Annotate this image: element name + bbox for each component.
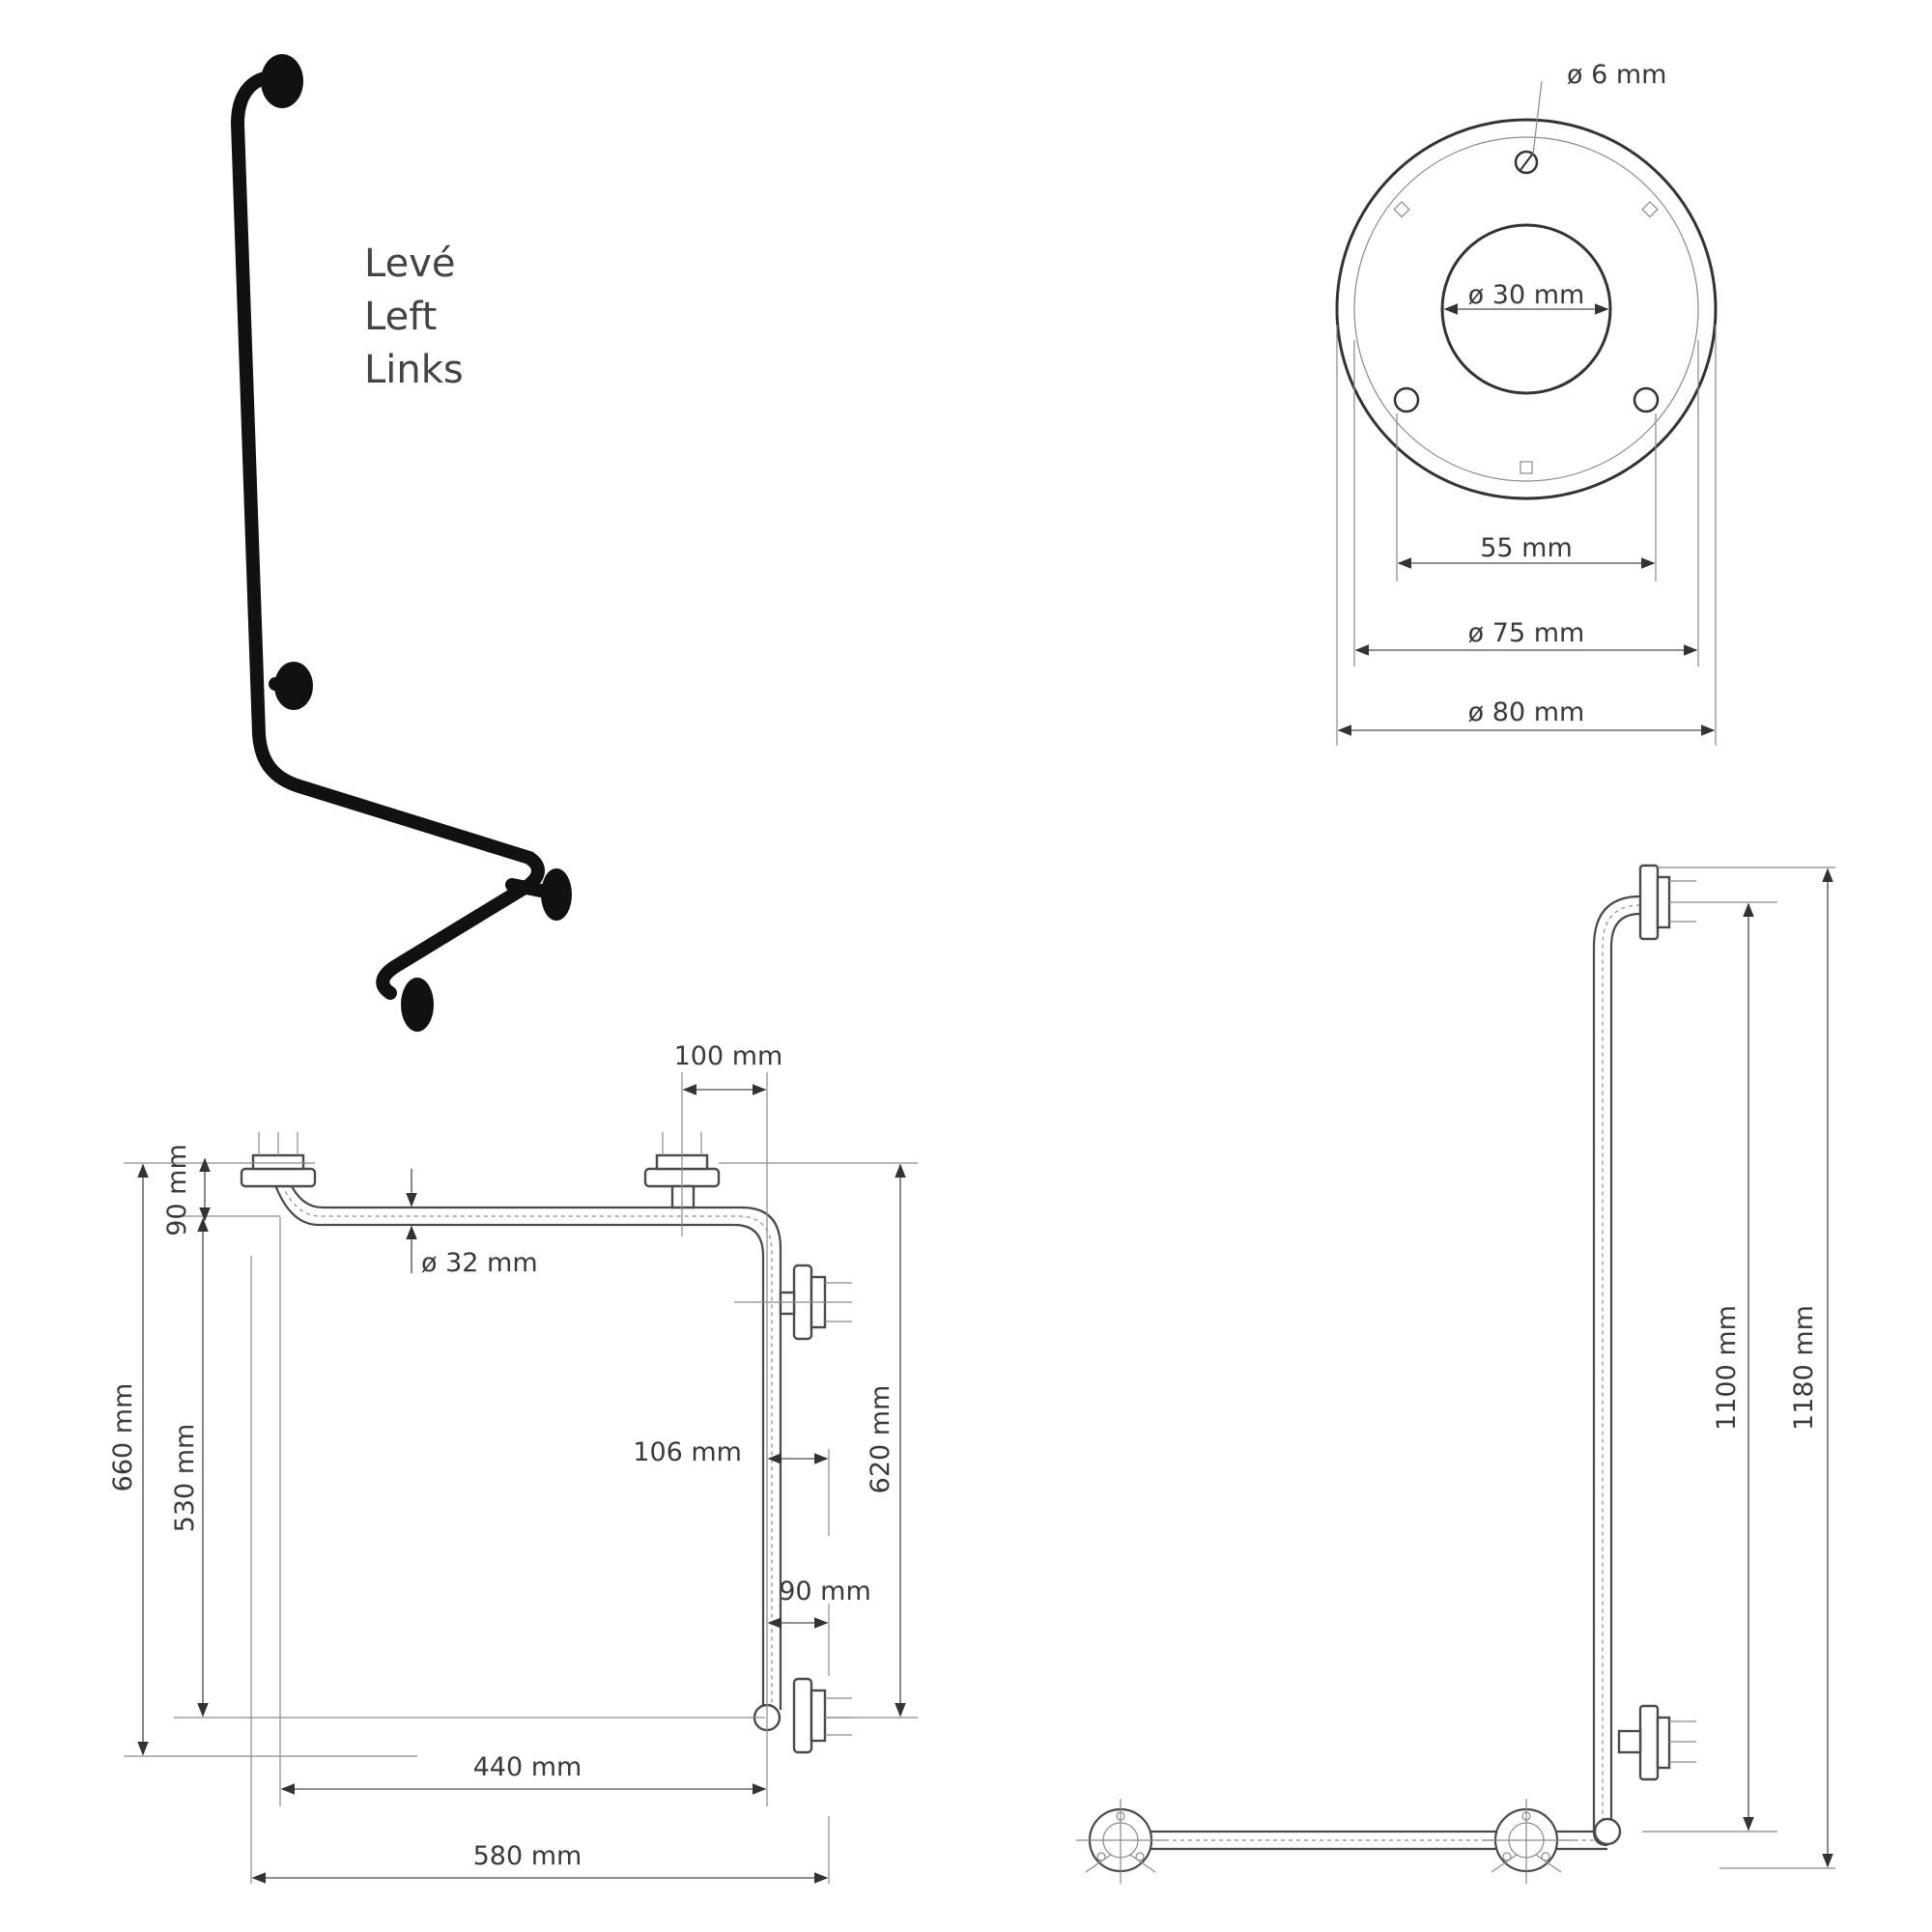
dim-offset-106: 106 mm [633,1437,742,1467]
side-view: 1100 mm 1180 mm [1076,864,1835,1884]
orientation-label-en: Left [364,295,437,339]
screw-hole-left [1393,386,1420,413]
dim-inner-width: 440 mm [473,1752,582,1782]
rosette-view: ø 6 mm ø 30 mm 55 mm ø 75 mm ø 80 mm [1335,60,1718,746]
dim-offset-90: 90 mm [779,1577,871,1606]
dim-right-height: 620 mm [866,1385,895,1494]
dim-inner-height: 1100 mm [1712,1305,1742,1431]
dim-total-height: 1180 mm [1789,1305,1819,1431]
dim-total-left: 660 mm [108,1383,138,1492]
dim-tube-diameter: ø 32 mm [421,1248,538,1278]
dim-hole-spacing: 55 mm [1480,533,1573,563]
top-view: 100 mm 90 mm ø 32 mm 660 mm 530 mm 620 m… [108,1041,918,1884]
orientation-label-de: Links [364,348,464,392]
dim-height-90: 90 mm [162,1144,192,1236]
dim-hole-diameter: ø 6 mm [1567,60,1666,90]
screw-hole-right [1633,386,1660,413]
orientation-label-cs: Levé [364,242,455,286]
wall-mount-middle [274,662,313,710]
floor-rosette-right [1482,1799,1575,1884]
dim-outer-diameter: ø 80 mm [1468,697,1585,727]
dim-total-width: 580 mm [473,1841,582,1871]
dim-mid-diameter: ø 75 mm [1468,618,1585,648]
floor-rosette-left [1076,1799,1165,1884]
floor-mount-left [401,978,434,1032]
orientation-label: Levé Left Links [364,242,464,392]
dim-inner-diameter: ø 30 mm [1468,280,1585,310]
dim-inner-left: 530 mm [170,1424,200,1533]
wall-mount-top [261,54,303,108]
grab-bar-3d-illustration [231,54,572,1032]
floor-mount-right [541,868,572,921]
screw-hole-top [1514,150,1539,175]
dim-offset-top: 100 mm [674,1041,783,1071]
